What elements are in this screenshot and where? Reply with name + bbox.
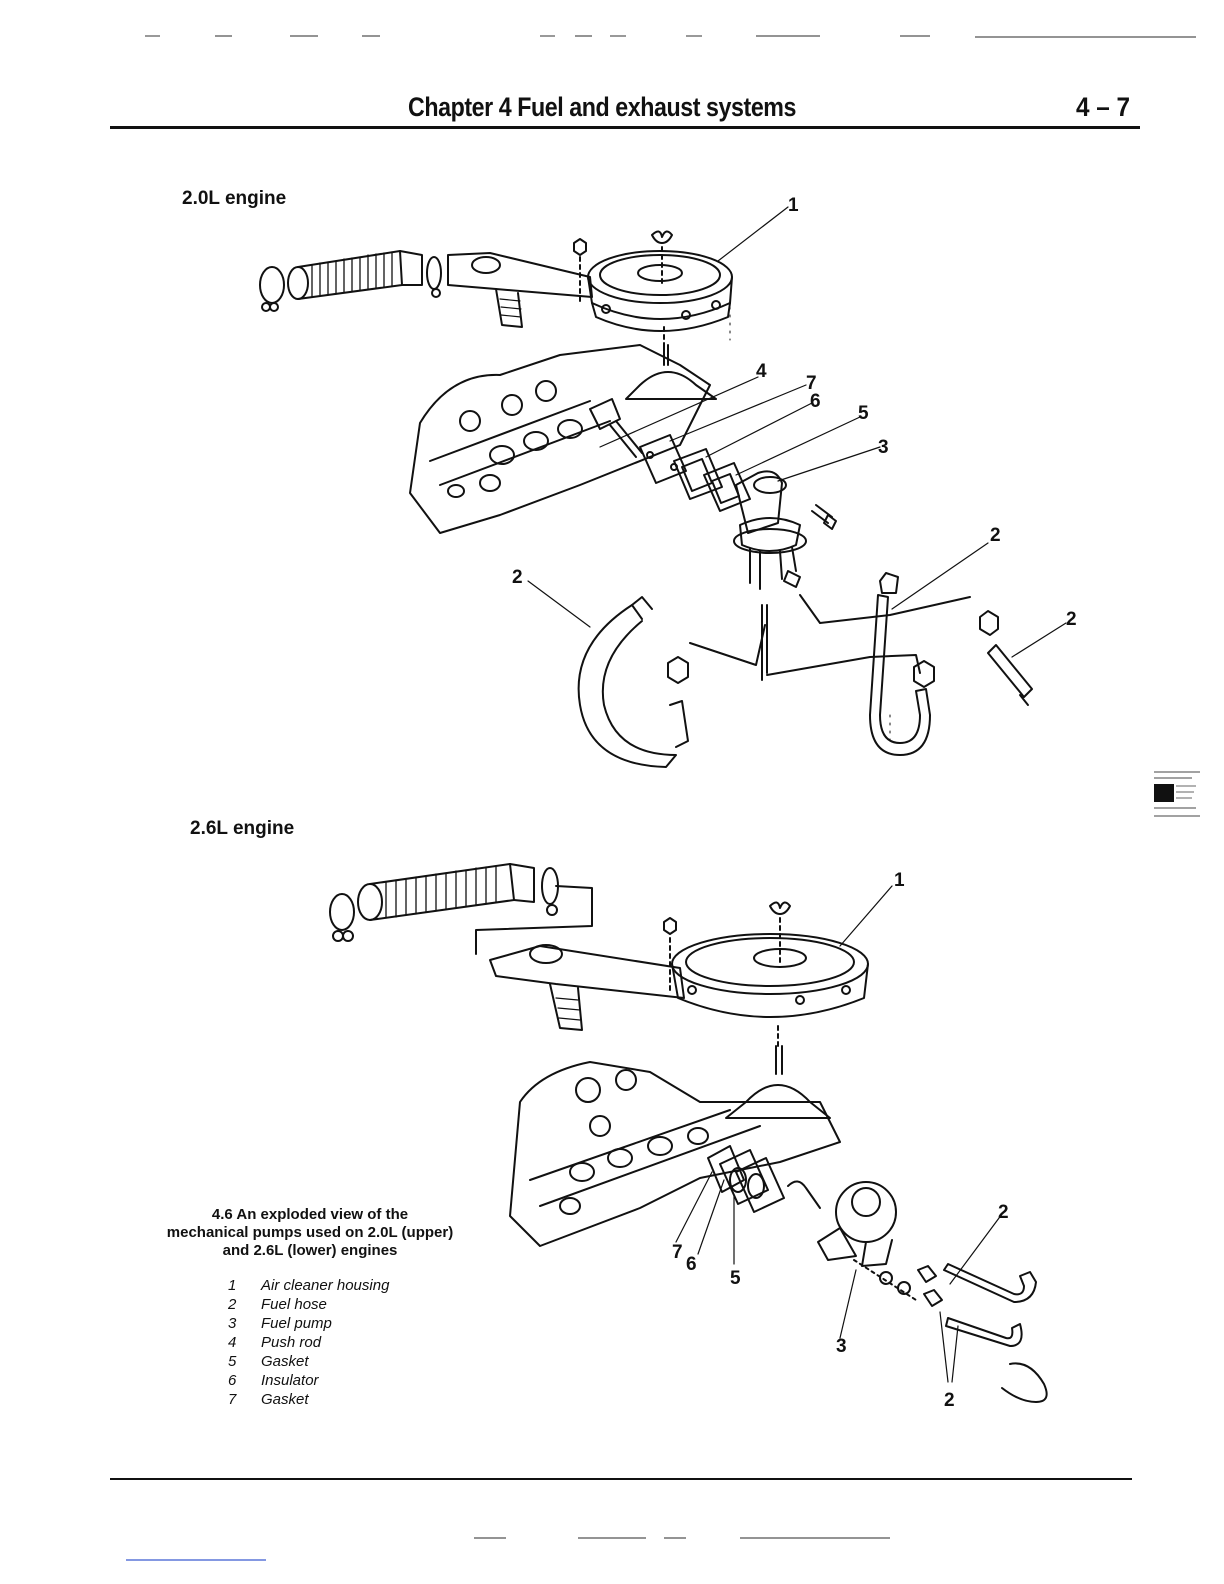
page-number: 4 – 7 (1076, 92, 1130, 123)
callout-upper-4: 4 (756, 361, 767, 382)
thumb-index-tab (1152, 770, 1204, 820)
fuel-hose-lower-right (946, 1318, 1047, 1402)
legend-number: 4 (228, 1333, 261, 1352)
header-rule (110, 126, 1140, 129)
legend-number: 6 (228, 1371, 261, 1390)
fuel-hose-upper-right (944, 1264, 1036, 1302)
fuel-hose-right (988, 645, 1032, 705)
insulator-6 (674, 449, 722, 499)
callout-lower-7: 7 (672, 1242, 683, 1263)
callout-lower-6: 6 (686, 1254, 697, 1275)
callout-lower-1: 1 (894, 870, 905, 891)
chapter-title: Chapter 4 Fuel and exhaust systems (408, 92, 796, 123)
caption-line-3: and 2.6L (lower) engines (150, 1242, 470, 1260)
callout-lower-2a: 2 (998, 1202, 1009, 1223)
fuel-pump (788, 1181, 896, 1266)
intake-duct (358, 864, 534, 920)
upper-exploded-diagram: 1 4 7 6 5 3 2 2 2 (240, 185, 1100, 785)
fuel-hose-middle (870, 573, 930, 755)
callout-upper-2c: 2 (1066, 609, 1077, 630)
air-cleaner-housing (588, 251, 732, 331)
legend-text: Gasket (261, 1390, 309, 1409)
scan-artifact-top (0, 0, 1224, 60)
callout-lower-2b: 2 (944, 1390, 955, 1411)
lower-exploded-diagram: 1 7 6 5 2 3 2 (320, 850, 1080, 1420)
callout-upper-1: 1 (788, 195, 799, 216)
scan-artifact-bottom (0, 1520, 1224, 1584)
caption-line-2: mechanical pumps used on 2.0L (upper) (150, 1224, 470, 1242)
push-rod (610, 421, 642, 457)
gasket-5 (704, 463, 750, 511)
caption-line-1: 4.6 An exploded view of the (150, 1206, 470, 1224)
callout-upper-5: 5 (858, 403, 869, 424)
legend-number: 2 (228, 1295, 261, 1314)
legend-number: 7 (228, 1390, 261, 1409)
fuel-hose-left (579, 597, 688, 767)
callout-upper-2a: 2 (512, 567, 523, 588)
legend-text: Gasket (261, 1352, 309, 1371)
legend-number: 3 (228, 1314, 261, 1333)
legend-text: Insulator (261, 1371, 319, 1390)
footer-rule (110, 1478, 1132, 1480)
figure-caption: 4.6 An exploded view of the mechanical p… (150, 1206, 470, 1260)
hose-clamp-icon (260, 267, 284, 311)
engine-block (510, 1062, 840, 1246)
callout-lower-5: 5 (730, 1268, 741, 1289)
legend-text: Push rod (261, 1333, 321, 1352)
callout-upper-2b: 2 (990, 525, 1001, 546)
legend-text: Fuel hose (261, 1295, 327, 1314)
legend-number: 1 (228, 1276, 261, 1295)
legend-text: Air cleaner housing (261, 1276, 389, 1295)
legend-number: 5 (228, 1352, 261, 1371)
callout-upper-3: 3 (878, 437, 889, 458)
air-cleaner-housing (672, 934, 868, 1017)
lower-engine-label: 2.6L engine (190, 818, 294, 840)
callout-lower-3: 3 (836, 1336, 847, 1357)
hose-clamp-icon (330, 894, 354, 941)
callout-upper-6: 6 (810, 391, 821, 412)
intake-duct (288, 251, 422, 299)
legend-text: Fuel pump (261, 1314, 332, 1333)
